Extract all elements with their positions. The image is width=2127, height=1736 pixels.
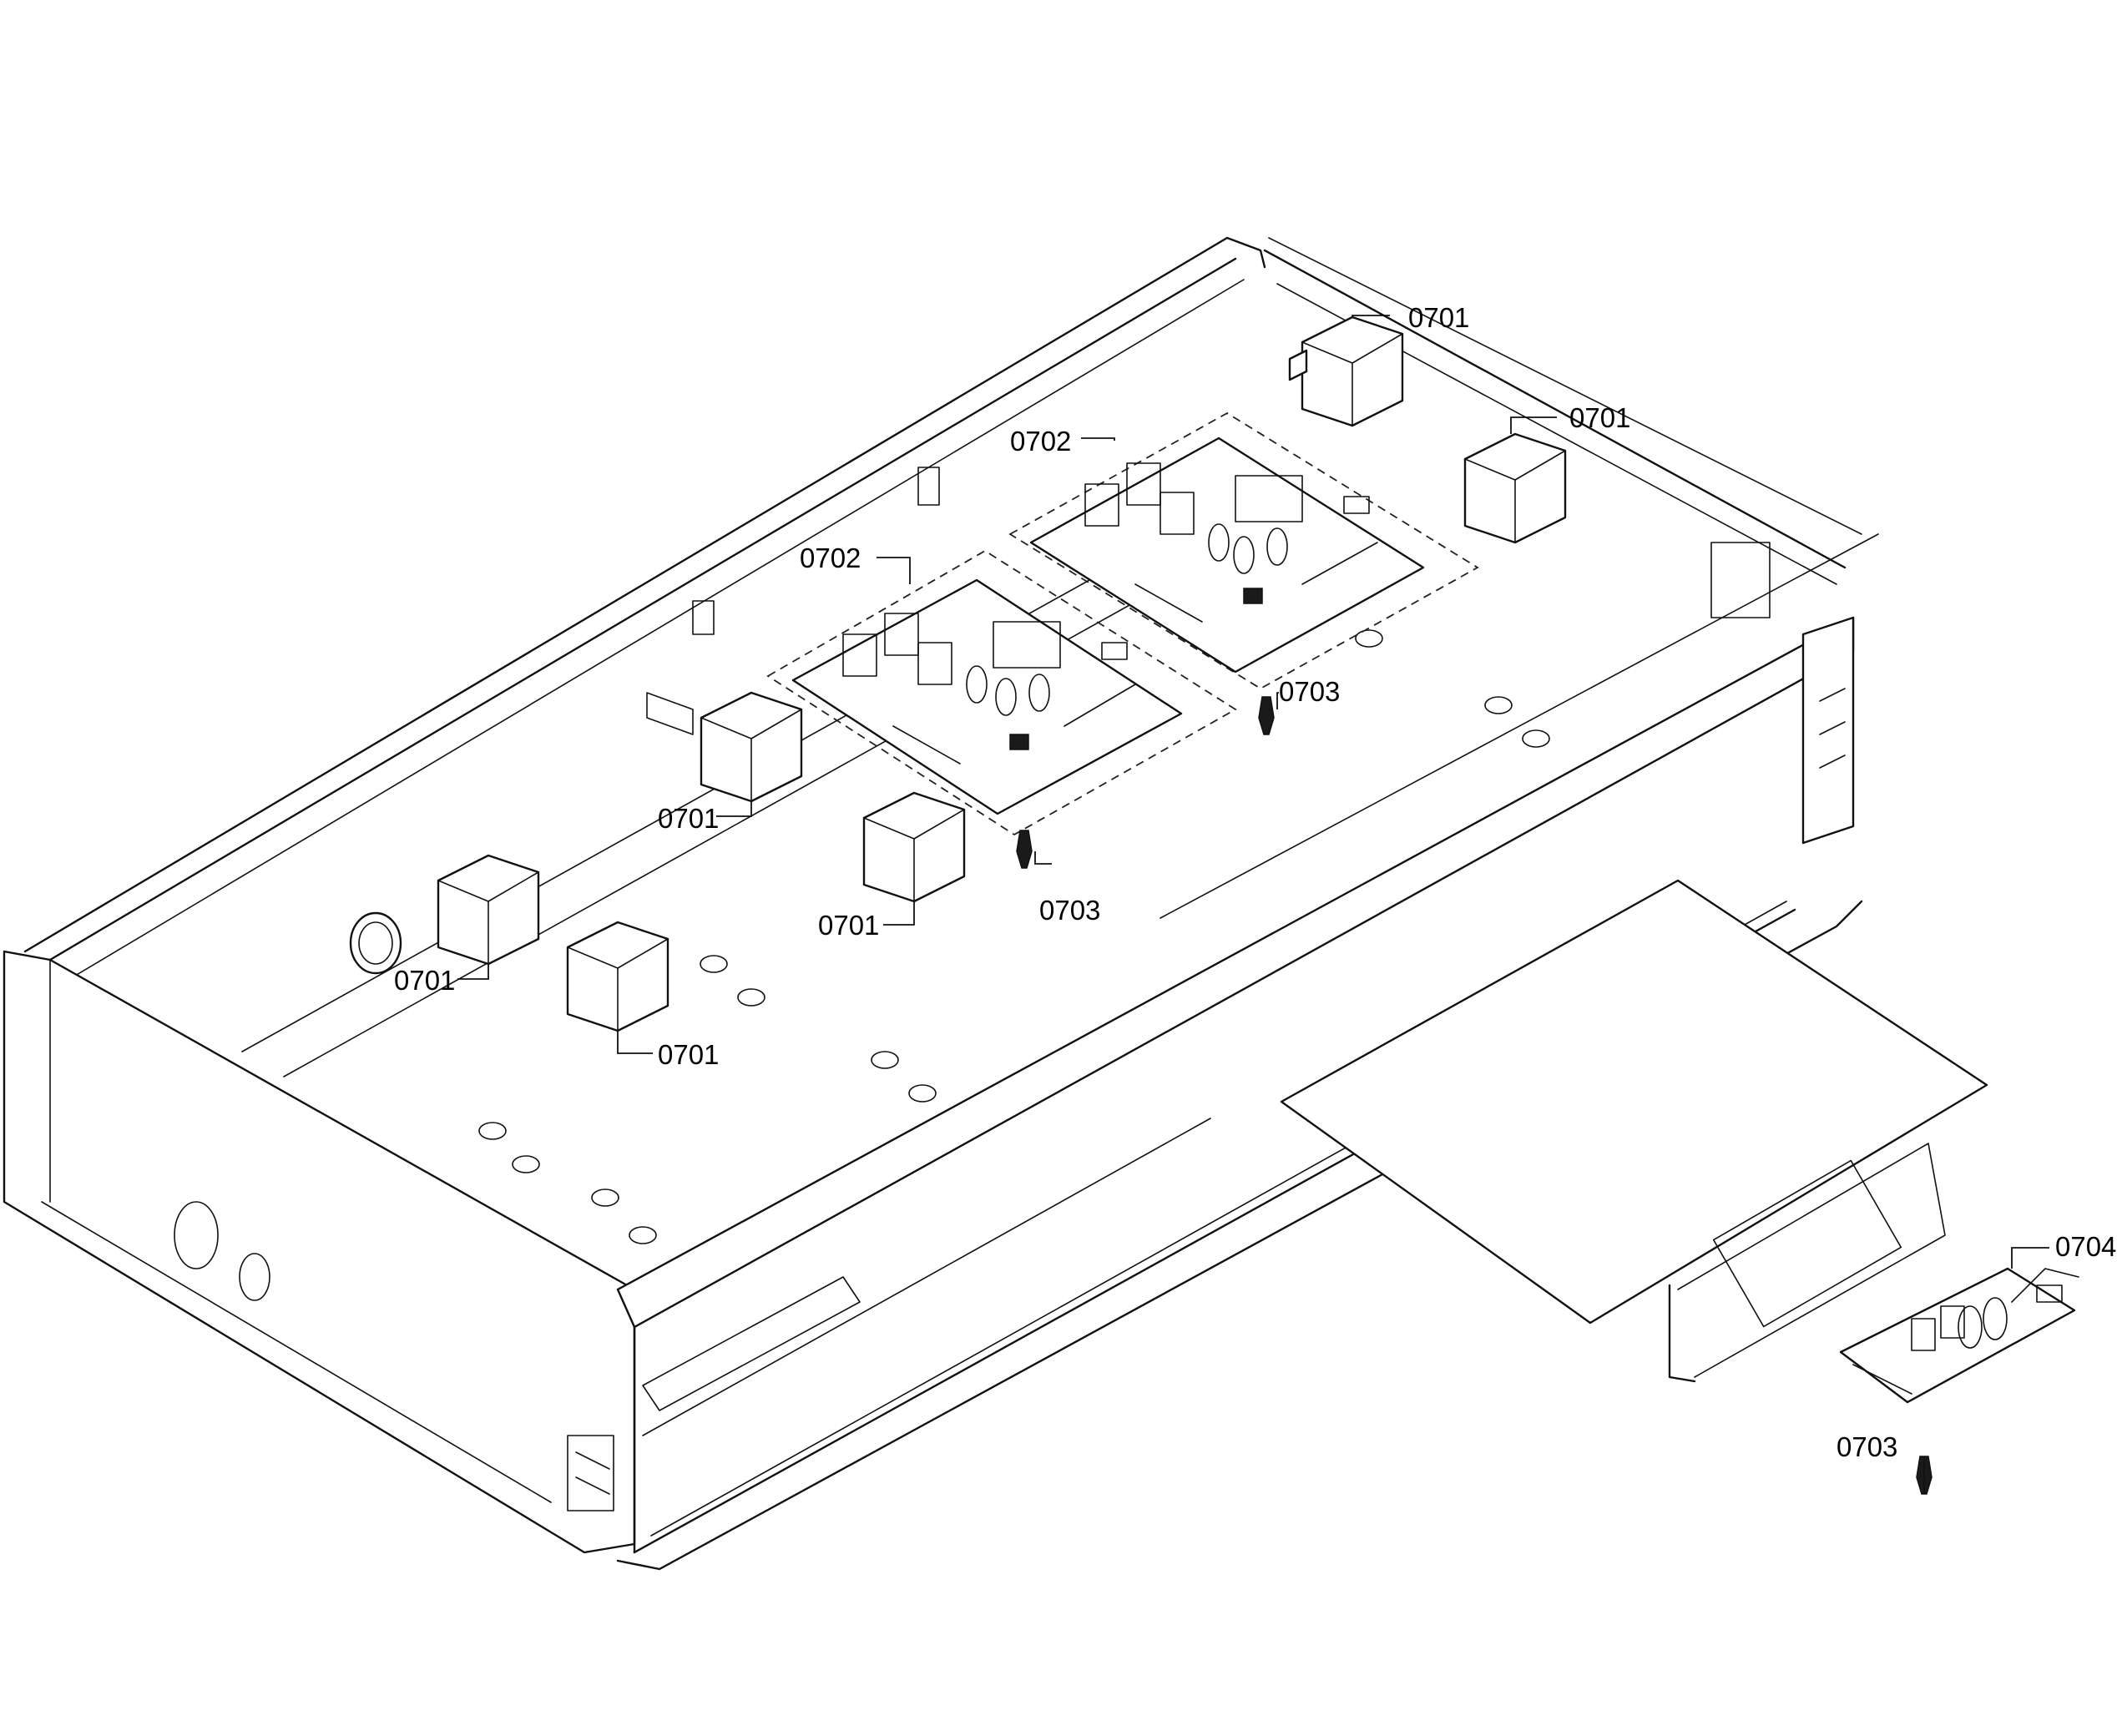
callout-labels: 0701 0701 0702 0702 0703 0701 0701 0703 … bbox=[394, 302, 2116, 1462]
callout-0703-bottom-right: 0703 bbox=[1836, 1431, 1897, 1462]
relay-0701-e bbox=[437, 854, 540, 966]
callout-0703-mid: 0703 bbox=[1039, 895, 1100, 926]
control-board-0702-lower bbox=[766, 549, 1237, 836]
callout-0702-lower: 0702 bbox=[800, 542, 861, 573]
standoff-0703-b bbox=[1016, 830, 1033, 869]
callout-0701-top-right: 0701 bbox=[1408, 302, 1469, 333]
leader-lines bbox=[457, 315, 2049, 1494]
relay-0701-f bbox=[566, 921, 669, 1032]
standoff-0703-a bbox=[1258, 696, 1275, 735]
callout-0704: 0704 bbox=[2055, 1231, 2116, 1262]
callout-0701-left: 0701 bbox=[394, 965, 455, 996]
callout-0702-upper: 0702 bbox=[1010, 426, 1071, 457]
cover-plate bbox=[1280, 879, 1988, 1383]
filter-board-0704 bbox=[1839, 1267, 2079, 1404]
relay-0701-d bbox=[862, 791, 966, 903]
callout-0701-center: 0701 bbox=[818, 910, 879, 941]
callout-0701-lower-left: 0701 bbox=[658, 1039, 719, 1070]
relay-0701-c bbox=[646, 691, 803, 803]
chassis-frame bbox=[3, 236, 1879, 1571]
control-board-0702-upper bbox=[1008, 411, 1479, 690]
callout-0703-center: 0703 bbox=[1279, 676, 1340, 707]
callout-0701-mid-left: 0701 bbox=[658, 803, 719, 834]
relay-0701-b bbox=[1463, 432, 1567, 544]
relay-0701-a bbox=[1288, 315, 1404, 427]
callout-0701-right: 0701 bbox=[1569, 402, 1630, 433]
